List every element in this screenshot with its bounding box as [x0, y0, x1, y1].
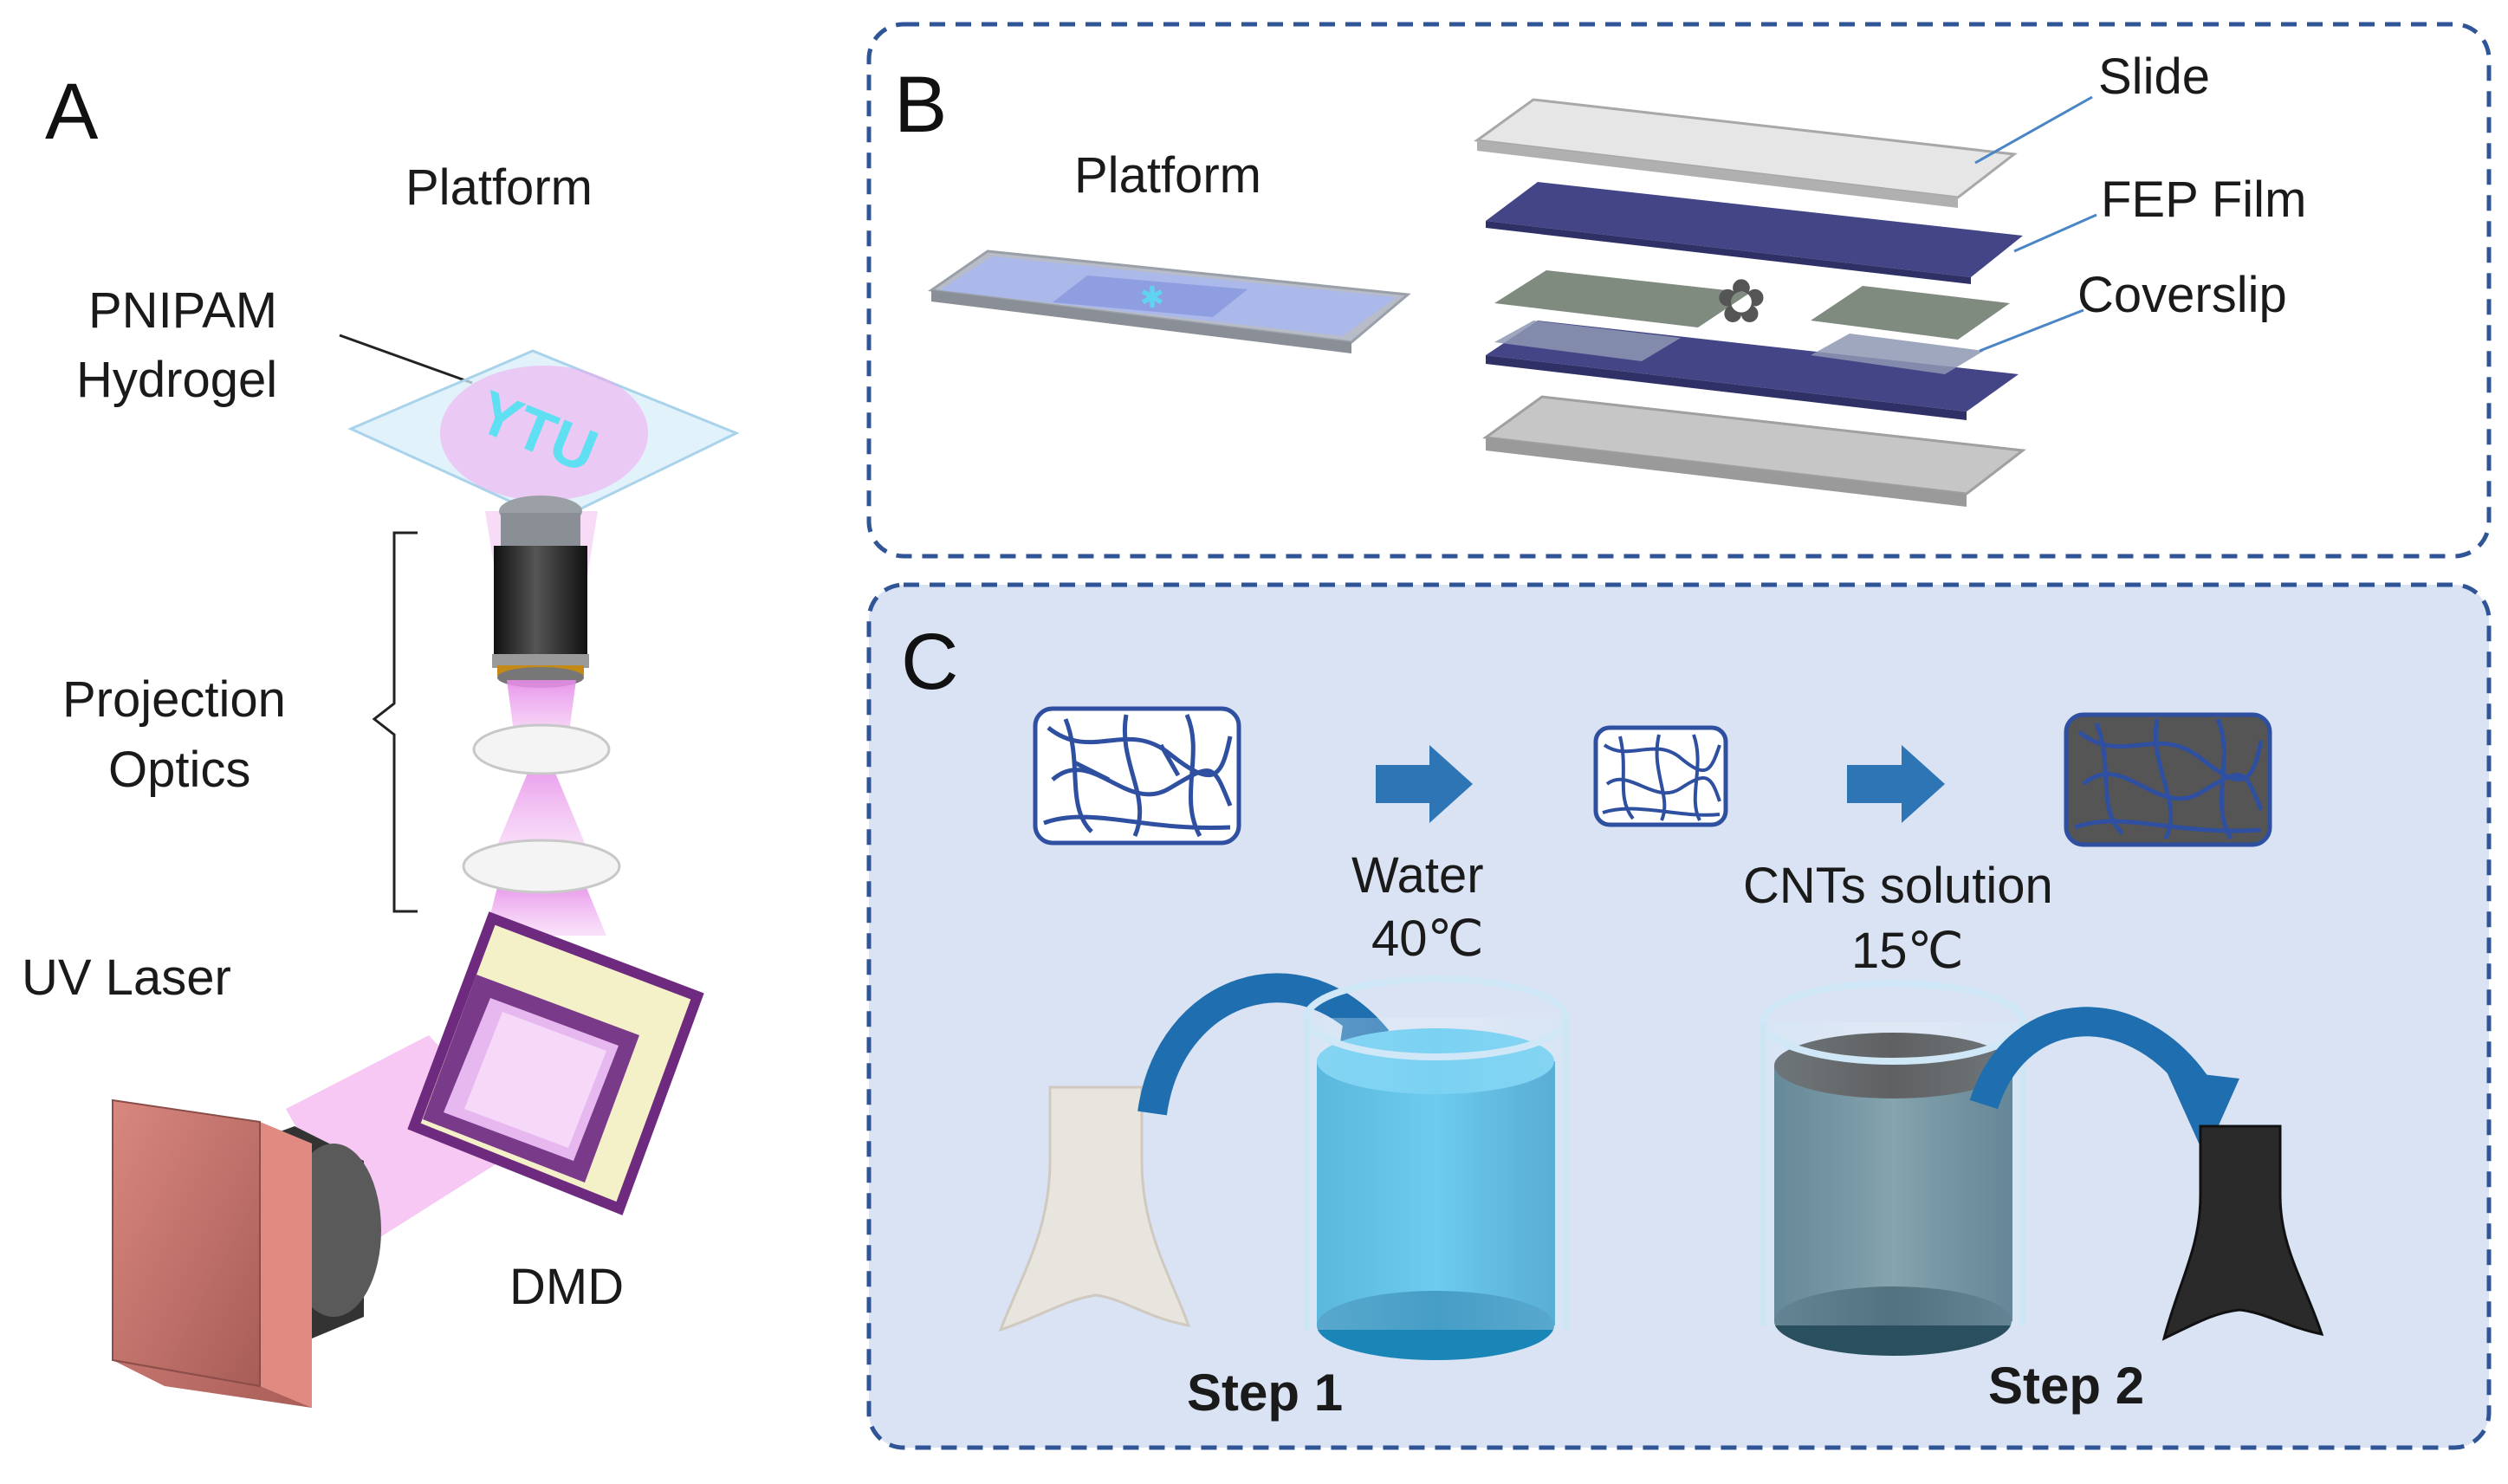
dmd-chip — [407, 911, 704, 1215]
cnts-label-line1: CNTs solution — [1743, 858, 2053, 914]
beam-middle — [494, 761, 589, 853]
platform-label-b: Platform — [1074, 147, 1261, 204]
coverslip-left — [1494, 270, 1750, 327]
panel-b: B Platform ✱ ✿ — [866, 22, 2492, 559]
dmd-label: DMD — [509, 1259, 624, 1315]
slide-label: Slide — [2098, 49, 2210, 105]
panel-a: A Platform PNIPAM Hydrogel YTU Projectio… — [22, 68, 740, 1408]
bottom-slide — [1481, 395, 2026, 496]
hydrogel-label-line2: Hydrogel — [76, 352, 277, 408]
fep-label: FEP Film — [2101, 172, 2306, 228]
platform-label-a: Platform — [405, 159, 593, 216]
hydrogel-flower-icon: ✿ — [1716, 268, 1767, 335]
panel-c-label: C — [901, 618, 958, 706]
water-label-line2: 40℃ — [1371, 910, 1484, 967]
hydrogel-leader-line — [339, 334, 473, 385]
platform-flower-icon: ✱ — [1140, 282, 1165, 314]
cnts-beaker — [1759, 980, 2026, 1356]
top-fep-film — [1486, 182, 2023, 277]
network-swollen — [1033, 706, 1241, 846]
fep-leader — [2013, 213, 2097, 253]
cnts-label-line2: 15℃ — [1851, 923, 1964, 979]
transfer-arrow-2-head — [2166, 1070, 2239, 1157]
lens-2 — [462, 839, 621, 894]
network-cnt — [2064, 712, 2272, 847]
coverslip-right — [1811, 286, 2010, 340]
objective-lens — [492, 496, 589, 688]
panel-b-frame — [866, 22, 2492, 559]
optics-label-line1: Projection — [62, 671, 286, 728]
transfer-arrow-1 — [1137, 973, 1390, 1116]
uv-laser-source — [112, 1098, 381, 1408]
exploded-stack: ✿ — [1474, 98, 2026, 507]
panel-c: C Water 40℃ CNTs solution 15℃ — [866, 582, 2492, 1450]
transfer-arrow-2 — [1969, 1007, 2213, 1110]
laser-label: UV Laser — [22, 949, 231, 1006]
step1-label: Step 1 — [1187, 1364, 1343, 1422]
optics-label-line2: Optics — [108, 742, 250, 798]
assembled-platform: ✱ — [927, 249, 1411, 353]
water-label-line1: Water — [1351, 847, 1484, 904]
step2-label: Step 2 — [1988, 1357, 2144, 1415]
top-slide — [1474, 98, 2018, 199]
black-hydrogel-sample — [2161, 1124, 2324, 1341]
uv-spot — [440, 366, 648, 501]
process-arrow-2 — [1847, 745, 1945, 823]
water-beaker — [1303, 975, 1570, 1360]
optics-bracket — [372, 531, 418, 913]
lens-1 — [472, 723, 611, 775]
network-shrunk — [1593, 725, 1728, 827]
panel-a-label: A — [45, 68, 99, 156]
coverslip-label: Coverslip — [2077, 267, 2287, 323]
process-arrow-1 — [1376, 745, 1473, 823]
white-hydrogel-sample — [998, 1085, 1191, 1332]
hydrogel-label-line1: PNIPAM — [88, 282, 277, 339]
panel-b-label: B — [894, 61, 947, 149]
slide-leader — [1974, 95, 2093, 165]
coverslip-leader — [1979, 308, 2084, 353]
